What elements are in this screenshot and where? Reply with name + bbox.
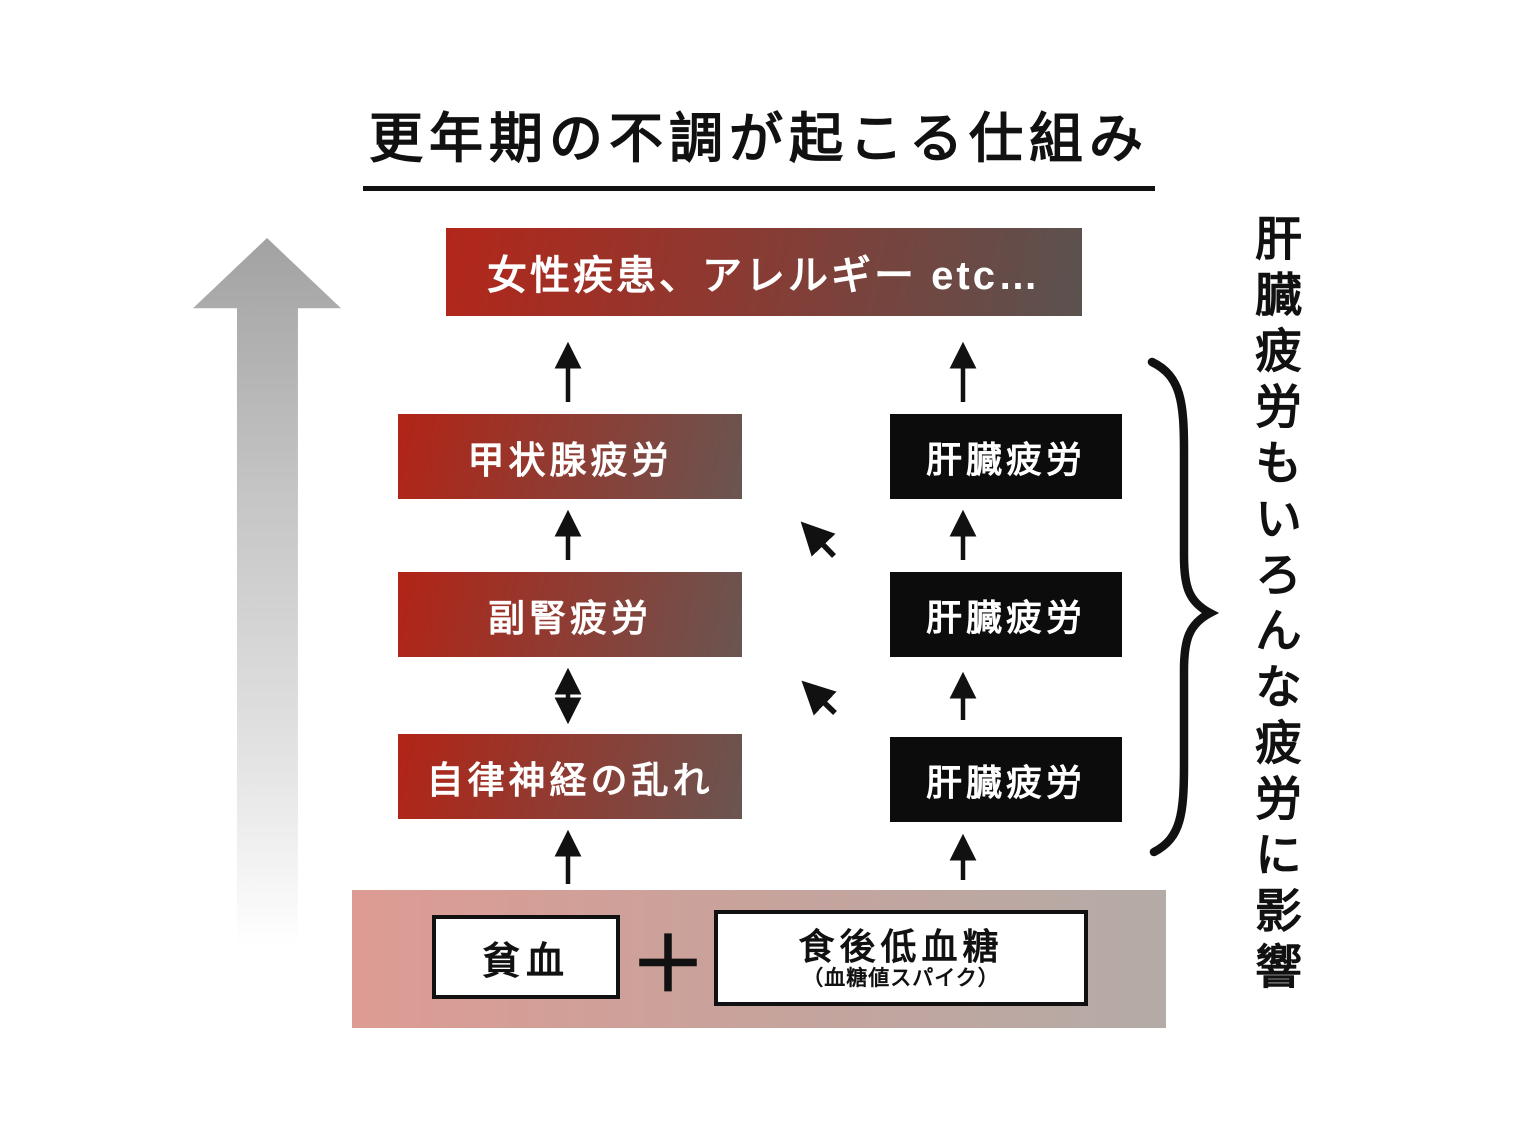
- box-thyroid-fatigue: 甲状腺疲労: [398, 414, 742, 499]
- side-note-vertical-text: 肝臓疲労もいろんな疲労に影響: [1248, 214, 1301, 998]
- box-adrenal-fatigue: 副腎疲労: [398, 572, 742, 657]
- box-liver-fatigue-2: 肝臓疲労: [890, 572, 1122, 657]
- box-female-diseases: 女性疾患、アレルギー etc…: [446, 228, 1082, 316]
- big-up-arrow-icon: [193, 238, 341, 970]
- hypoglycemia-subtitle: （血糖値スパイク）: [802, 967, 1000, 991]
- box-autonomic-disorder: 自律神経の乱れ: [398, 734, 742, 819]
- box-liver-fatigue-3: 肝臓疲労: [890, 737, 1122, 822]
- box-liver-fatigue-1: 肝臓疲労: [890, 414, 1122, 499]
- diagonal-arrow-lower: [801, 680, 837, 716]
- box-anemia: 貧血: [432, 915, 620, 999]
- hypoglycemia-title: 食後低血糖: [798, 925, 1004, 967]
- box-postprandial-hypoglycemia: 食後低血糖 （血糖値スパイク）: [714, 910, 1088, 1006]
- curly-brace-icon: [1147, 357, 1220, 857]
- bottom-causes-strip: 貧血 ＋ 食後低血糖 （血糖値スパイク）: [352, 890, 1166, 1028]
- plus-icon: ＋: [630, 923, 706, 1008]
- diagonal-arrow-upper: [800, 521, 836, 558]
- page-title: 更年期の不調が起こる仕組み: [363, 94, 1155, 191]
